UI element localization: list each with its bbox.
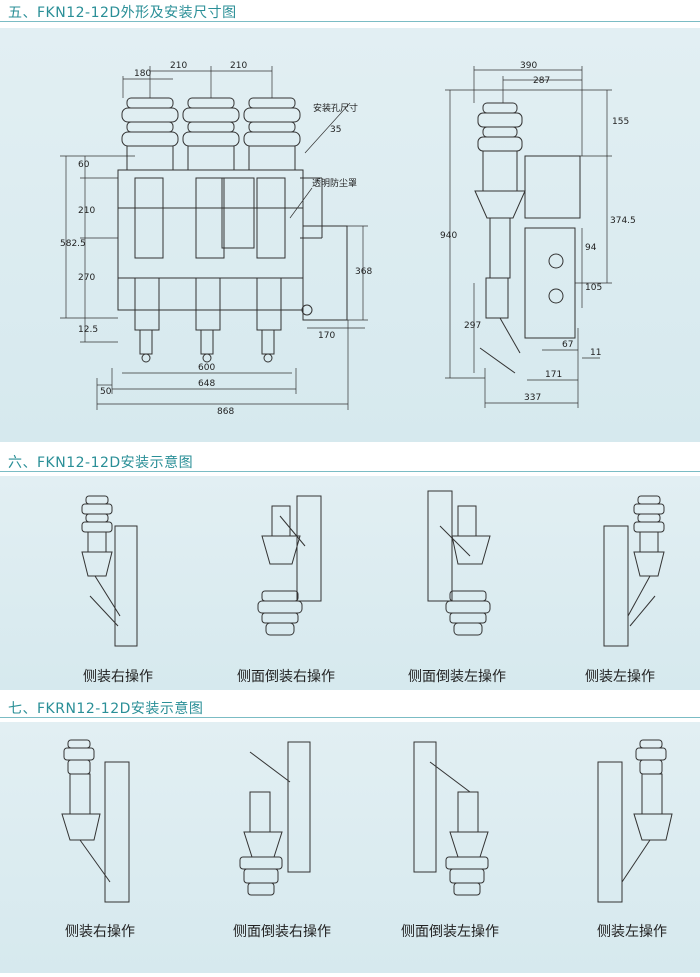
caption-fkrn-inverted-right: 侧面倒装右操作	[233, 924, 331, 940]
dim-35: 35	[330, 125, 341, 135]
dim-374: 374.5	[610, 216, 636, 226]
dim-210v: 210	[78, 206, 95, 216]
section-5-title: 五、FKN12-12D外形及安装尺寸图	[8, 5, 237, 21]
insulator-middle	[182, 97, 240, 171]
fkn-side-right-drawing	[81, 495, 138, 647]
side-view-drawing	[474, 102, 581, 374]
section-7-title: 七、FKRN12-12D安装示意图	[8, 701, 204, 717]
front-view-dimensions: 180 210 210 安装孔尺寸 35 透明防尘罩 60 210 582.5 …	[60, 61, 372, 417]
fkrn-side-left-drawing	[597, 739, 673, 903]
fkrn-install-panel	[0, 722, 700, 973]
dim-390: 390	[520, 61, 537, 71]
caption-fkrn-side-right: 侧装右操作	[65, 924, 135, 940]
section-5-header: 五、FKN12-12D外形及安装尺寸图	[0, 0, 700, 24]
fkn-side-left-drawing	[603, 495, 665, 647]
dim-287: 287	[533, 76, 550, 86]
section-6-title: 六、FKN12-12D安装示意图	[8, 455, 194, 471]
fkrn-inverted-left-drawing	[413, 741, 489, 896]
dim-94: 94	[585, 243, 597, 253]
section-divider	[0, 21, 700, 22]
fkrn-inverted-right-drawing	[239, 741, 311, 896]
insulator-right	[243, 97, 301, 171]
section-6-header: 六、FKN12-12D安装示意图	[0, 450, 700, 474]
caption-fkn-side-right: 侧装右操作	[83, 669, 153, 685]
dim-67: 67	[562, 340, 573, 350]
fkn-install-drawings	[81, 490, 665, 647]
caption-fkn-inverted-right: 侧面倒装右操作	[237, 669, 335, 685]
dim-297: 297	[464, 321, 481, 331]
section-7-header: 七、FKRN12-12D安装示意图	[0, 696, 700, 720]
fkn-inverted-left-drawing	[427, 490, 491, 636]
dim-648: 648	[198, 379, 215, 389]
dim-170: 170	[318, 331, 335, 341]
dim-11: 11	[590, 348, 601, 358]
mount-hole-note: 安装孔尺寸	[313, 102, 358, 114]
section-divider	[0, 471, 700, 472]
dim-940: 940	[440, 231, 457, 241]
caption-fkrn-inverted-left: 侧面倒装左操作	[401, 924, 499, 940]
fkrn-side-right-drawing	[61, 739, 130, 903]
dim-105: 105	[585, 283, 602, 293]
dim-582: 582.5	[60, 239, 86, 249]
caption-fkrn-side-left: 侧装左操作	[597, 924, 667, 940]
dim-600: 600	[198, 363, 215, 373]
dim-171: 171	[545, 370, 562, 380]
caption-fkn-inverted-left: 侧面倒装左操作	[408, 669, 506, 685]
dim-368: 368	[355, 267, 372, 277]
fkn-install-panel	[0, 476, 700, 690]
dim-270: 270	[78, 273, 95, 283]
fkn-inverted-right-drawing	[257, 495, 322, 636]
dim-180: 180	[134, 69, 151, 79]
dim-155: 155	[612, 117, 629, 127]
fkrn-install-drawings	[61, 739, 673, 903]
dim-210b: 210	[230, 61, 247, 71]
side-view-dimensions: 390 287 155 374.5 940 94 105 297 67 11 1…	[440, 61, 636, 403]
dim-337: 337	[524, 393, 541, 403]
dim-12: 12.5	[78, 325, 98, 335]
insulator-left	[121, 97, 179, 171]
dimension-drawing: 180 210 210 安装孔尺寸 35 透明防尘罩 60 210 582.5 …	[60, 61, 636, 417]
dim-210a: 210	[170, 61, 187, 71]
shield-note: 透明防尘罩	[312, 177, 357, 189]
switch-frame	[117, 169, 304, 311]
dimension-drawing-panel: 180 210 210 安装孔尺寸 35 透明防尘罩 60 210 582.5 …	[0, 28, 700, 442]
section-divider	[0, 717, 700, 718]
dim-60: 60	[78, 160, 90, 170]
caption-fkn-side-left: 侧装左操作	[585, 669, 655, 685]
dim-50: 50	[100, 387, 112, 397]
dim-868: 868	[217, 407, 234, 417]
mounting-plate	[302, 225, 348, 321]
